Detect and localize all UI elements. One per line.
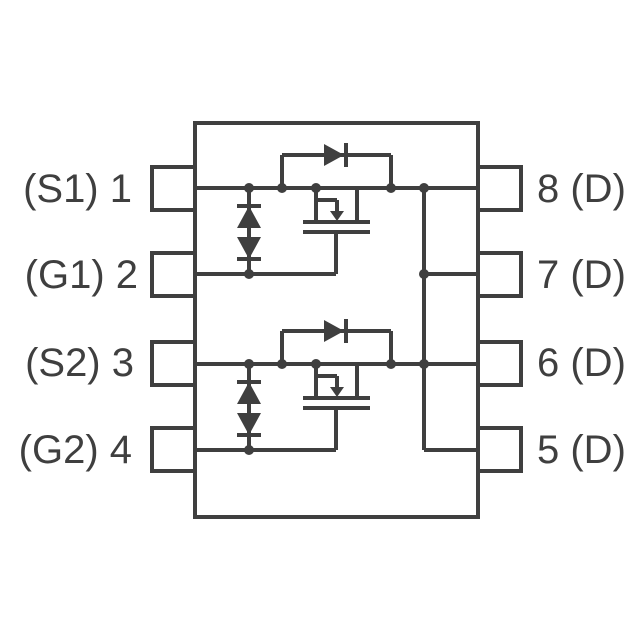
mosfet-1-arrow bbox=[330, 211, 344, 221]
body-diode-1 bbox=[324, 144, 344, 166]
junction-dots bbox=[244, 183, 429, 455]
pin-label-4: (G2) 4 bbox=[19, 428, 132, 472]
pin-label-5: 5 (D) bbox=[537, 428, 626, 472]
zener-2a bbox=[237, 382, 261, 404]
pin-tab-5 bbox=[478, 426, 523, 473]
pin-label-3: (S2) 3 bbox=[25, 341, 134, 385]
body-diode-2 bbox=[324, 320, 344, 342]
pin-label-6: 6 (D) bbox=[537, 341, 626, 385]
pin-label-8: 8 (D) bbox=[537, 167, 626, 211]
pin-label-1: (S1) 1 bbox=[23, 167, 132, 211]
pin-tab-1 bbox=[150, 165, 195, 212]
drain-bus bbox=[422, 186, 478, 452]
pin-tab-4 bbox=[150, 426, 195, 473]
mosfet-2-arrow bbox=[330, 387, 344, 397]
pin-tab-3 bbox=[150, 340, 195, 387]
zener-2b bbox=[237, 413, 261, 435]
mosfet-2 bbox=[195, 329, 424, 452]
pin-tab-6 bbox=[478, 340, 523, 387]
pin-label-7: 7 (D) bbox=[537, 253, 626, 297]
pin-tab-2 bbox=[150, 251, 195, 298]
pin-label-2: (G1) 2 bbox=[25, 253, 138, 297]
mosfet-1 bbox=[195, 153, 424, 276]
pin-tab-7 bbox=[478, 251, 523, 298]
package-body bbox=[193, 121, 480, 519]
zener-1b bbox=[237, 237, 261, 259]
pin-tab-8 bbox=[478, 165, 523, 212]
zener-1a bbox=[237, 206, 261, 228]
